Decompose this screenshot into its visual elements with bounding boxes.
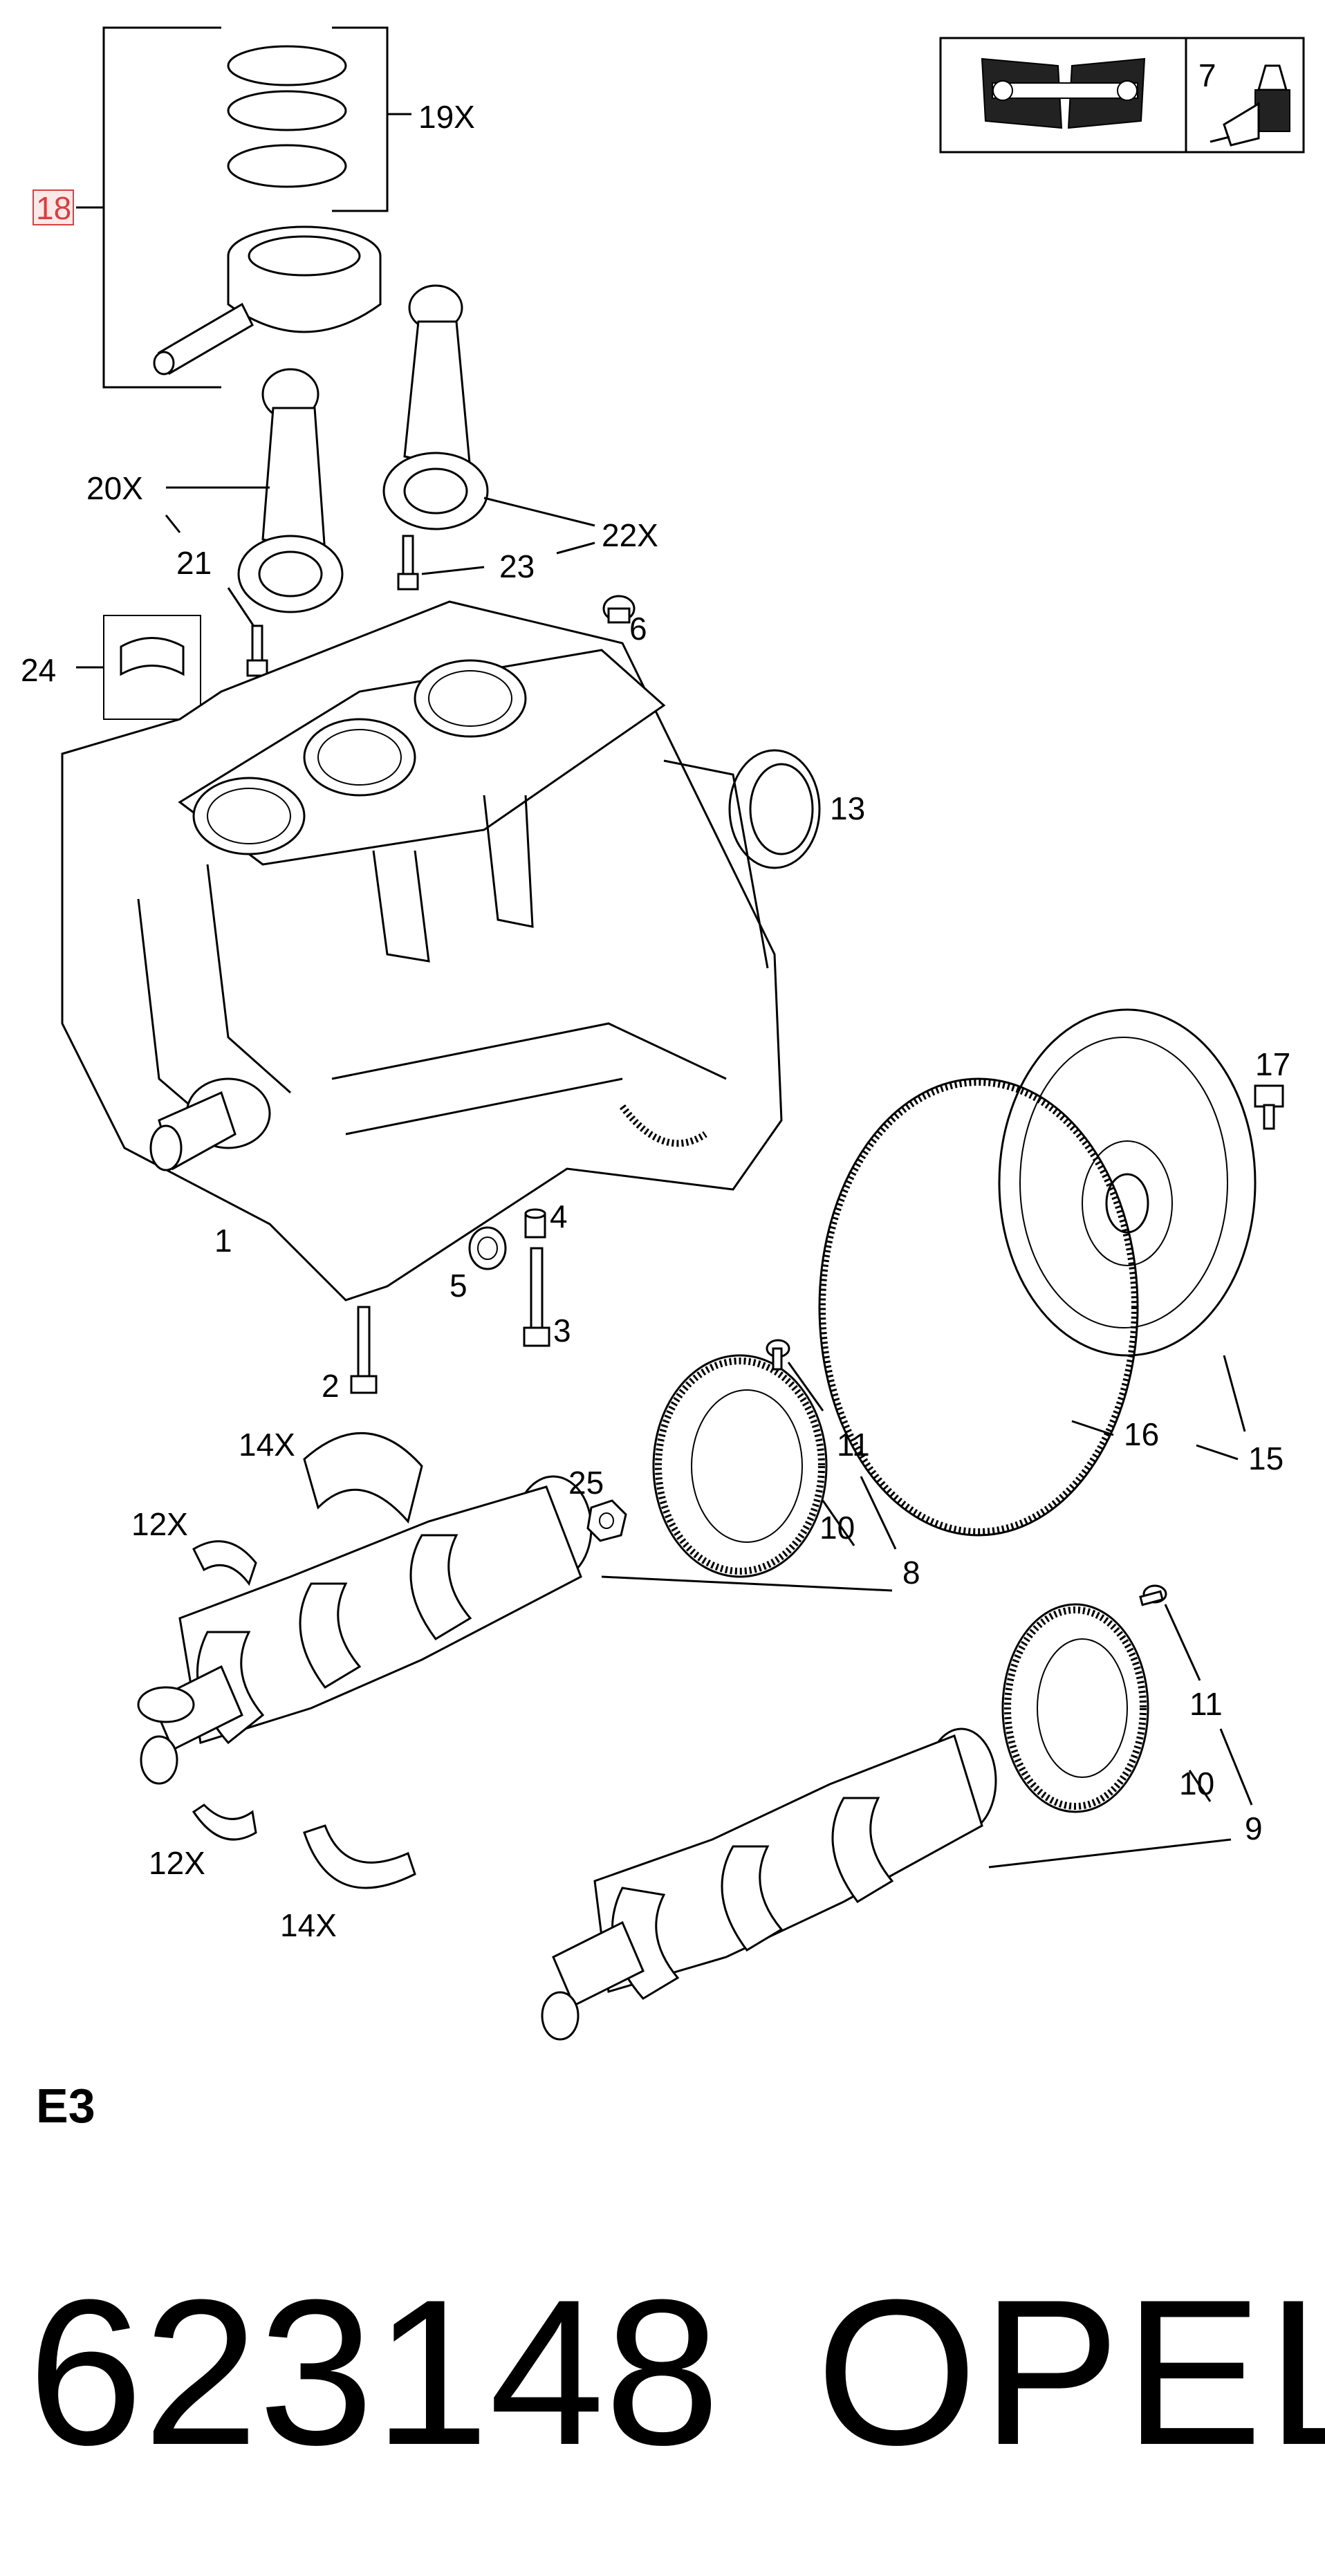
callout-19x[interactable]: 19X — [418, 99, 475, 135]
callout-labels: 18 19X 20X 21 22X 23 24 6 13 7 17 1 4 5 … — [21, 57, 1290, 1943]
bolt-2 — [350, 1306, 378, 1394]
nut-25 — [586, 1499, 627, 1542]
rod-bolt-23 — [397, 535, 419, 591]
reluctor-ring-lower — [1001, 1603, 1149, 1813]
connecting-rod-left — [237, 368, 344, 613]
callout-18[interactable]: 18 — [36, 190, 71, 226]
thrust-bearing-12x-upper — [192, 1540, 257, 1586]
engine-block — [61, 600, 783, 1301]
callout-16[interactable]: 16 — [1124, 1416, 1159, 1452]
callout-10-upper[interactable]: 10 — [819, 1510, 855, 1546]
piston-assembly — [76, 26, 411, 389]
callout-13[interactable]: 13 — [830, 790, 865, 826]
callout-6[interactable]: 6 — [629, 611, 647, 647]
callout-1[interactable]: 1 — [214, 1223, 232, 1259]
callout-20x[interactable]: 20X — [86, 470, 143, 506]
callout-17[interactable]: 17 — [1255, 1046, 1290, 1082]
callout-3[interactable]: 3 — [553, 1313, 571, 1349]
info-icon-box — [939, 37, 1305, 154]
callout-2[interactable]: 2 — [322, 1368, 340, 1404]
callout-15[interactable]: 15 — [1248, 1440, 1284, 1476]
bolt-3 — [523, 1247, 550, 1347]
callout-18-highlight — [33, 189, 74, 225]
flywheel-bolt-17 — [1254, 1084, 1284, 1130]
reluctor-bolt-11-upper — [766, 1339, 790, 1371]
callout-7[interactable]: 7 — [1198, 57, 1216, 93]
callout-5[interactable]: 5 — [450, 1268, 467, 1304]
callout-22x[interactable]: 22X — [602, 517, 658, 553]
crankshaft-upper — [137, 1475, 593, 1785]
dowel-4 — [524, 1208, 546, 1239]
plug-6 — [602, 595, 636, 624]
callout-12x-top[interactable]: 12X — [131, 1506, 188, 1542]
section-code: E3 — [36, 2079, 95, 2133]
brand-name: OPEL — [816, 2256, 1325, 2488]
callout-12x-bottom[interactable]: 12X — [149, 1845, 205, 1881]
callout-14x-top[interactable]: 14X — [239, 1427, 295, 1463]
rod-bearing-shell-24 — [76, 615, 201, 720]
open-book-wrench-icon — [981, 57, 1146, 129]
piston-ring-middle — [227, 90, 347, 131]
ring-gear-16 — [818, 1077, 1139, 1537]
callout-24[interactable]: 24 — [21, 652, 56, 688]
crankshaft-seal-13 — [728, 749, 821, 869]
main-bearing-14x-lower — [303, 1824, 416, 1889]
callout-23[interactable]: 23 — [499, 548, 535, 584]
plug-5 — [468, 1226, 507, 1270]
crankshaft-lower — [541, 1727, 997, 2041]
sealant-tube-icon — [1210, 64, 1290, 147]
part-number: 623148 — [28, 2256, 721, 2488]
callout-10-lower[interactable]: 10 — [1179, 1766, 1214, 1801]
flywheel-15 — [998, 1008, 1257, 1357]
callout-4[interactable]: 4 — [550, 1198, 568, 1234]
reluctor-bolt-11-lower — [1139, 1584, 1167, 1606]
connecting-rod-right — [382, 284, 489, 530]
callout-21[interactable]: 21 — [176, 545, 212, 581]
callout-14x-bottom[interactable]: 14X — [280, 1907, 337, 1943]
thrust-bearing-12x-lower — [192, 1804, 257, 1841]
reluctor-ring-upper — [652, 1354, 828, 1578]
callout-8[interactable]: 8 — [902, 1555, 920, 1591]
piston-ring-top — [227, 45, 347, 86]
callout-25[interactable]: 25 — [568, 1465, 604, 1501]
callout-9[interactable]: 9 — [1245, 1810, 1263, 1846]
piston-ring-oil — [227, 144, 347, 188]
callout-11-lower[interactable]: 11 — [1189, 1686, 1223, 1722]
main-bearing-14x-upper — [303, 1431, 423, 1524]
rod-bolt-21 — [246, 624, 268, 677]
callout-11-upper[interactable]: 11 — [837, 1427, 870, 1463]
